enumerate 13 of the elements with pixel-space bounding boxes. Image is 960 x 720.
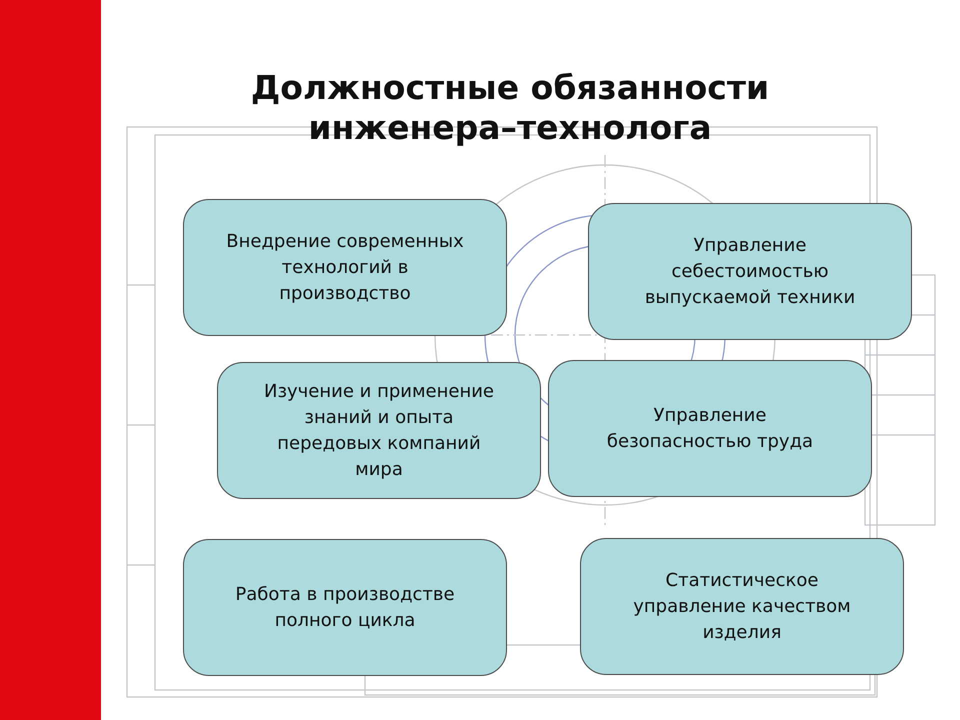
duty-text: Работа в производстве полного цикла: [234, 582, 456, 632]
duty-text: Изучение и применение знаний и опыта передовых компаний мира: [262, 380, 495, 482]
duty-text: Внедрение современных технологий в производство: [225, 230, 465, 306]
duty-text: Управление безопасностью труда: [606, 404, 814, 454]
duty-box: [548, 360, 872, 497]
duty-box: [183, 539, 507, 676]
title: Должностные обязанности инженера–технолога: [250, 68, 770, 148]
duty-text: Управление себестоимостью выпускаемой техники: [644, 234, 856, 310]
duty-box: [580, 538, 904, 675]
duty-box: [183, 199, 507, 336]
duty-text: Статистическое управление качеством изделия: [632, 568, 852, 644]
duty-box: [588, 203, 912, 340]
duty-box: [217, 362, 541, 499]
